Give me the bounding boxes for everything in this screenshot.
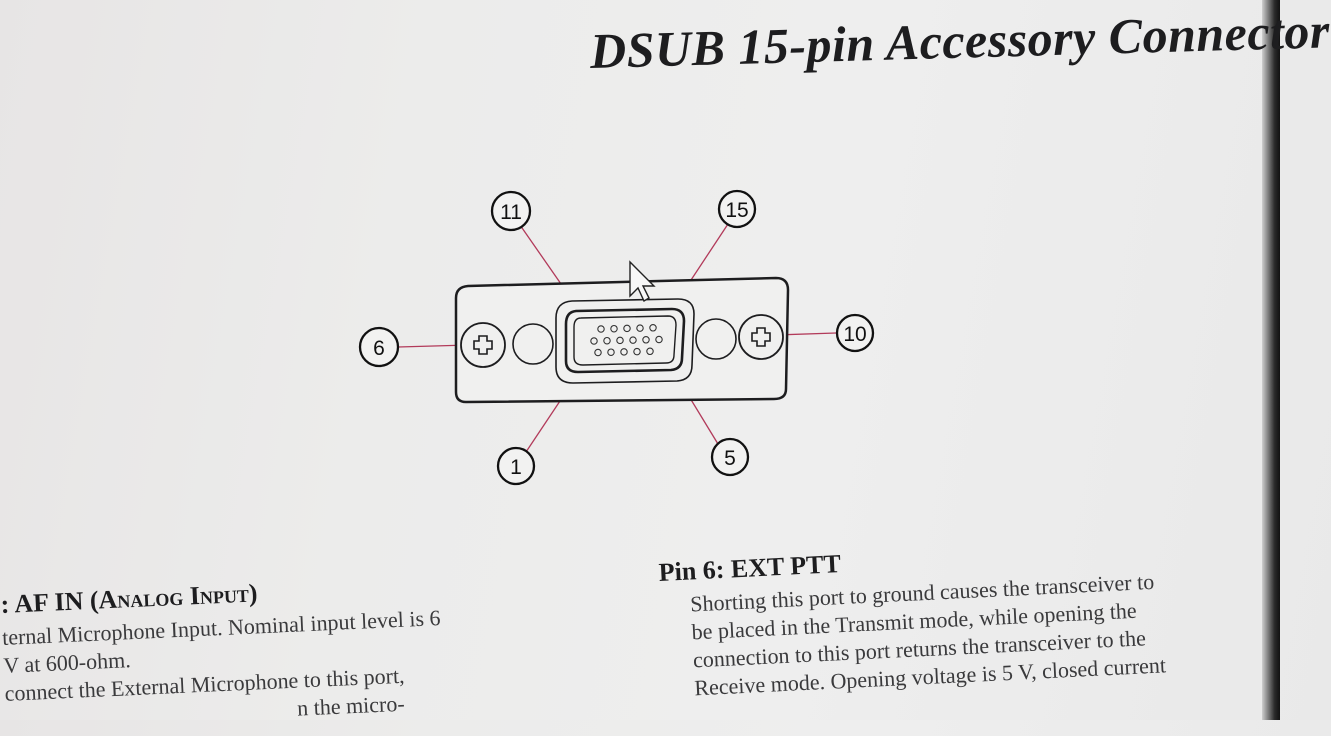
af-in-heading-suffix: ): [248, 578, 259, 608]
af-in-heading-smallcaps: Analog Input: [97, 578, 250, 615]
connector-shell-core: [573, 315, 677, 366]
connector-shell-outer: [555, 298, 695, 384]
right-mount-hole: [695, 318, 737, 360]
callout-pin-15-label: 15: [725, 199, 748, 222]
callout-pin-5: 5: [710, 437, 750, 477]
mouse-cursor-icon: [629, 260, 656, 303]
callout-pin-6-label: 6: [373, 337, 385, 360]
callout-pin-11-label: 11: [500, 201, 522, 224]
monitor-bezel: [1262, 0, 1280, 720]
callout-pin-15: 15: [717, 189, 757, 229]
pin-array: [590, 324, 663, 357]
callout-pin-10: 10: [835, 313, 875, 353]
callout-pin-6: 6: [358, 326, 400, 368]
section-ext-ptt: Pin 6: EXT PTT Shorting this port to gro…: [658, 529, 1264, 704]
callout-pin-1: 1: [496, 446, 536, 486]
connector-flange: [454, 276, 790, 404]
left-screw-cross: [473, 335, 493, 355]
connector-diagram: 11 15 6 10 1 5: [358, 189, 875, 486]
af-in-heading-prefix: : AF IN (: [0, 585, 100, 619]
right-screw-icon: [738, 314, 784, 360]
section-af-in: : AF IN (Analog Input) ternal Microphone…: [0, 563, 606, 736]
callout-pin-11: 11: [490, 190, 532, 232]
callout-pin-10-label: 10: [843, 323, 866, 346]
callout-pin-5-label: 5: [724, 447, 736, 470]
left-screw-icon: [460, 322, 506, 368]
dsub-connector: [454, 276, 790, 404]
right-screw-cross: [751, 327, 771, 347]
connector-shell-inner: [564, 307, 686, 374]
left-mount-hole: [512, 323, 554, 365]
callout-pin-1-label: 1: [510, 456, 522, 479]
